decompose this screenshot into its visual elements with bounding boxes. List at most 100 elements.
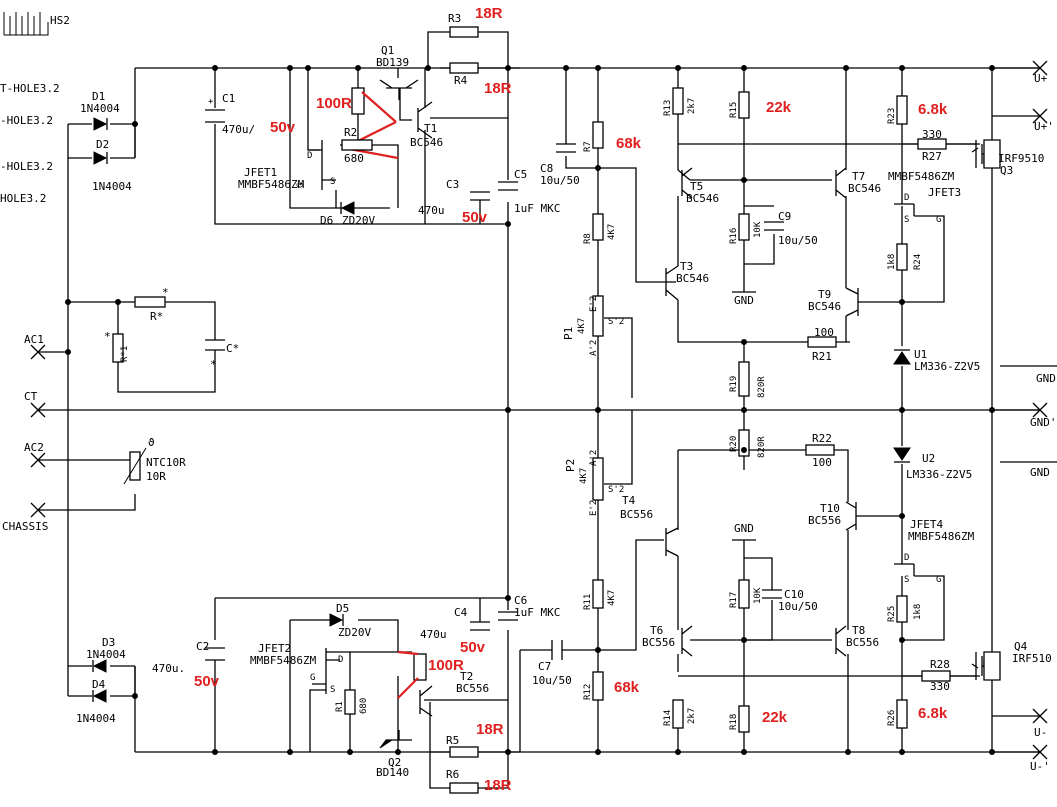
t5-ref: T5 bbox=[690, 180, 703, 193]
jfet2-pin-s: S bbox=[330, 685, 335, 695]
r28-ref: R28 bbox=[930, 658, 950, 671]
capacitor-c6 bbox=[498, 611, 518, 621]
jfet-3 bbox=[894, 196, 915, 216]
r13-value: 2k7 bbox=[687, 98, 697, 114]
r15-value-annotation: 22k bbox=[766, 99, 792, 116]
t4-ref: T4 bbox=[622, 494, 636, 507]
t9-ref: T9 bbox=[818, 288, 831, 301]
c6-ref: C6 bbox=[514, 594, 527, 607]
capacitor-c5 bbox=[498, 181, 518, 191]
resistor-r28 bbox=[921, 670, 951, 682]
jfet-2 bbox=[312, 648, 340, 694]
resistor-r7 bbox=[592, 121, 604, 149]
transistor-t2 bbox=[419, 685, 433, 717]
zener-d6 bbox=[340, 201, 355, 215]
output-u-plus-2: U+' bbox=[1034, 120, 1054, 133]
q3-ref: Q3 bbox=[1000, 164, 1013, 177]
resistor-100r-top bbox=[351, 87, 365, 115]
jfet4-pin-d: D bbox=[904, 553, 909, 563]
r11-ref: R11 bbox=[583, 594, 593, 610]
resistor-r4 bbox=[449, 62, 479, 74]
jfet3-pin-d: D bbox=[904, 193, 909, 203]
c5-ref: C5 bbox=[514, 168, 527, 181]
transistor-t5 bbox=[681, 167, 693, 199]
c2-voltage-annotation: 50v bbox=[194, 673, 220, 690]
jfet2-part: MMBF5486ZM bbox=[250, 654, 317, 667]
r7-value-annotation: 68k bbox=[616, 135, 642, 152]
q4-ref: Q4 bbox=[1014, 640, 1028, 653]
d2-part: 1N4004 bbox=[92, 180, 132, 193]
t9-part: BC546 bbox=[808, 300, 841, 313]
transistor-q2 bbox=[379, 730, 412, 749]
resistor-r16 bbox=[738, 213, 750, 241]
transistor-t3 bbox=[665, 265, 679, 301]
top-wires bbox=[214, 31, 520, 410]
t8-part: BC556 bbox=[846, 636, 879, 649]
r22-value: 100 bbox=[812, 456, 832, 469]
jfet1-pin-s: S bbox=[330, 177, 335, 187]
r1-value: 680 bbox=[359, 698, 369, 714]
r16-value: 10K bbox=[753, 221, 763, 238]
capacitor-c3 bbox=[470, 191, 490, 201]
r8-value: 4K7 bbox=[607, 224, 617, 240]
r13-ref: R13 bbox=[663, 100, 673, 116]
r20-ref: R20 bbox=[729, 436, 739, 452]
r12-value-annotation: 68k bbox=[614, 679, 640, 696]
jfet4-pin-g: G bbox=[936, 575, 941, 585]
resistor-r2 bbox=[341, 139, 373, 151]
r8-ref: R8 bbox=[583, 233, 593, 244]
t5-part: BC546 bbox=[686, 192, 719, 205]
r1-ref: R1 bbox=[335, 701, 345, 712]
capacitor-c9 bbox=[764, 221, 784, 231]
d4-ref: D4 bbox=[92, 678, 106, 691]
r3-ref: R3 bbox=[448, 12, 461, 25]
r16-ref: R16 bbox=[729, 228, 739, 244]
resistor-r26 bbox=[896, 699, 908, 729]
r2-ref: R2 bbox=[344, 126, 357, 139]
r19-ref: R19 bbox=[729, 376, 739, 392]
c4-ref: C4 bbox=[454, 606, 468, 619]
d5-ref: D5 bbox=[336, 602, 349, 615]
r17-value: 10K bbox=[753, 587, 763, 604]
c8-value: 10u/50 bbox=[540, 174, 580, 187]
resistor-r19 bbox=[738, 361, 750, 397]
jfet3-pin-s: S bbox=[904, 215, 909, 225]
mosfet-q4 bbox=[971, 651, 1001, 681]
capacitor-cstar bbox=[205, 339, 225, 370]
resistor-r14 bbox=[672, 699, 684, 729]
p2-pin-a: A'2 bbox=[589, 450, 599, 466]
c10-ref: C10 bbox=[784, 588, 804, 601]
jfet4-ref: JFET4 bbox=[910, 518, 943, 531]
c8-ref: C8 bbox=[540, 162, 553, 175]
hole-label-2: -HOLE3.2 bbox=[0, 114, 53, 127]
r24-ref: R24 bbox=[913, 254, 923, 270]
p1-pin-e: E'2 bbox=[589, 296, 599, 312]
q1-part: BD139 bbox=[376, 56, 409, 69]
c3-value: 470u bbox=[418, 204, 445, 217]
p1-pin-s: S'2 bbox=[608, 317, 624, 327]
resistor-r22 bbox=[805, 444, 835, 456]
t8-ref: T8 bbox=[852, 624, 865, 637]
u2-part: LM336-Z2V5 bbox=[906, 468, 972, 481]
jfet4-part: MMBF5486ZM bbox=[908, 530, 975, 543]
resistor-r3 bbox=[449, 26, 479, 38]
red-modification-bottom bbox=[397, 650, 419, 699]
transistor-t7 bbox=[835, 167, 847, 199]
d1-part: 1N4004 bbox=[80, 102, 120, 115]
r6-value-annotation: 18R bbox=[484, 777, 512, 794]
transistor-t1 bbox=[417, 101, 433, 139]
c3-voltage-annotation: 50v bbox=[462, 209, 488, 226]
c3-ref: C3 bbox=[446, 178, 459, 191]
r19-value: 820R bbox=[757, 376, 767, 398]
t4-part: BC556 bbox=[620, 508, 653, 521]
heatsink-symbol bbox=[3, 12, 49, 36]
r2-value: 680 bbox=[344, 152, 364, 165]
t2-part: BC556 bbox=[456, 682, 489, 695]
diode-d1 bbox=[93, 117, 108, 131]
resistor-r6 bbox=[449, 782, 479, 794]
t3-ref: T3 bbox=[680, 260, 693, 273]
c1-ref: C1 bbox=[222, 92, 235, 105]
p2-value: 4K7 bbox=[579, 468, 589, 484]
t6-ref: T6 bbox=[650, 624, 663, 637]
c4-voltage-annotation: 50v bbox=[460, 639, 486, 656]
